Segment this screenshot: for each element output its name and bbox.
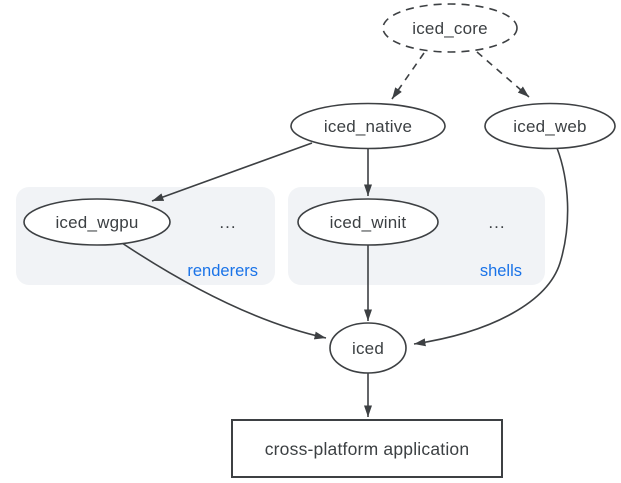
node-iced-core: iced_core [382,3,518,53]
iced-wgpu-ellipse [23,198,171,246]
node-iced-wgpu: iced_wgpu [23,198,171,246]
iced-web-label: iced_web [513,117,586,136]
edge-iced-core-to-iced-web [476,51,530,98]
edge-iced-native-to-iced-wgpu [151,142,313,202]
shells-group-label: shells [480,262,522,280]
node-iced-winit: iced_winit [297,198,439,246]
renderers-ellipsis: ... [219,213,236,232]
node-iced: iced [329,322,407,374]
iced-native-ellipse [290,102,446,150]
node-iced-web: iced_web [484,102,616,150]
edge-iced-web-to-iced [413,147,569,347]
iced-core-ellipse [382,3,518,53]
edge-iced-core-to-iced-native [391,52,425,100]
iced-winit-ellipse [297,198,439,246]
iced-wgpu-label: iced_wgpu [55,213,138,232]
node-cross-platform-application: cross-platform application [231,419,503,478]
node-iced-native: iced_native [290,102,446,150]
iced-label: iced [352,339,384,358]
shells-ellipsis: ... [488,213,505,232]
iced-winit-label: iced_winit [330,213,407,232]
iced-native-label: iced_native [324,117,412,136]
iced-ellipse [329,322,407,374]
application-label: cross-platform application [265,439,470,459]
edge-iced-wgpu-to-iced [121,242,327,340]
renderers-group-label: renderers [187,262,258,280]
application-rect [231,419,503,478]
iced-core-label: iced_core [412,19,488,38]
iced-web-ellipse [484,102,616,150]
